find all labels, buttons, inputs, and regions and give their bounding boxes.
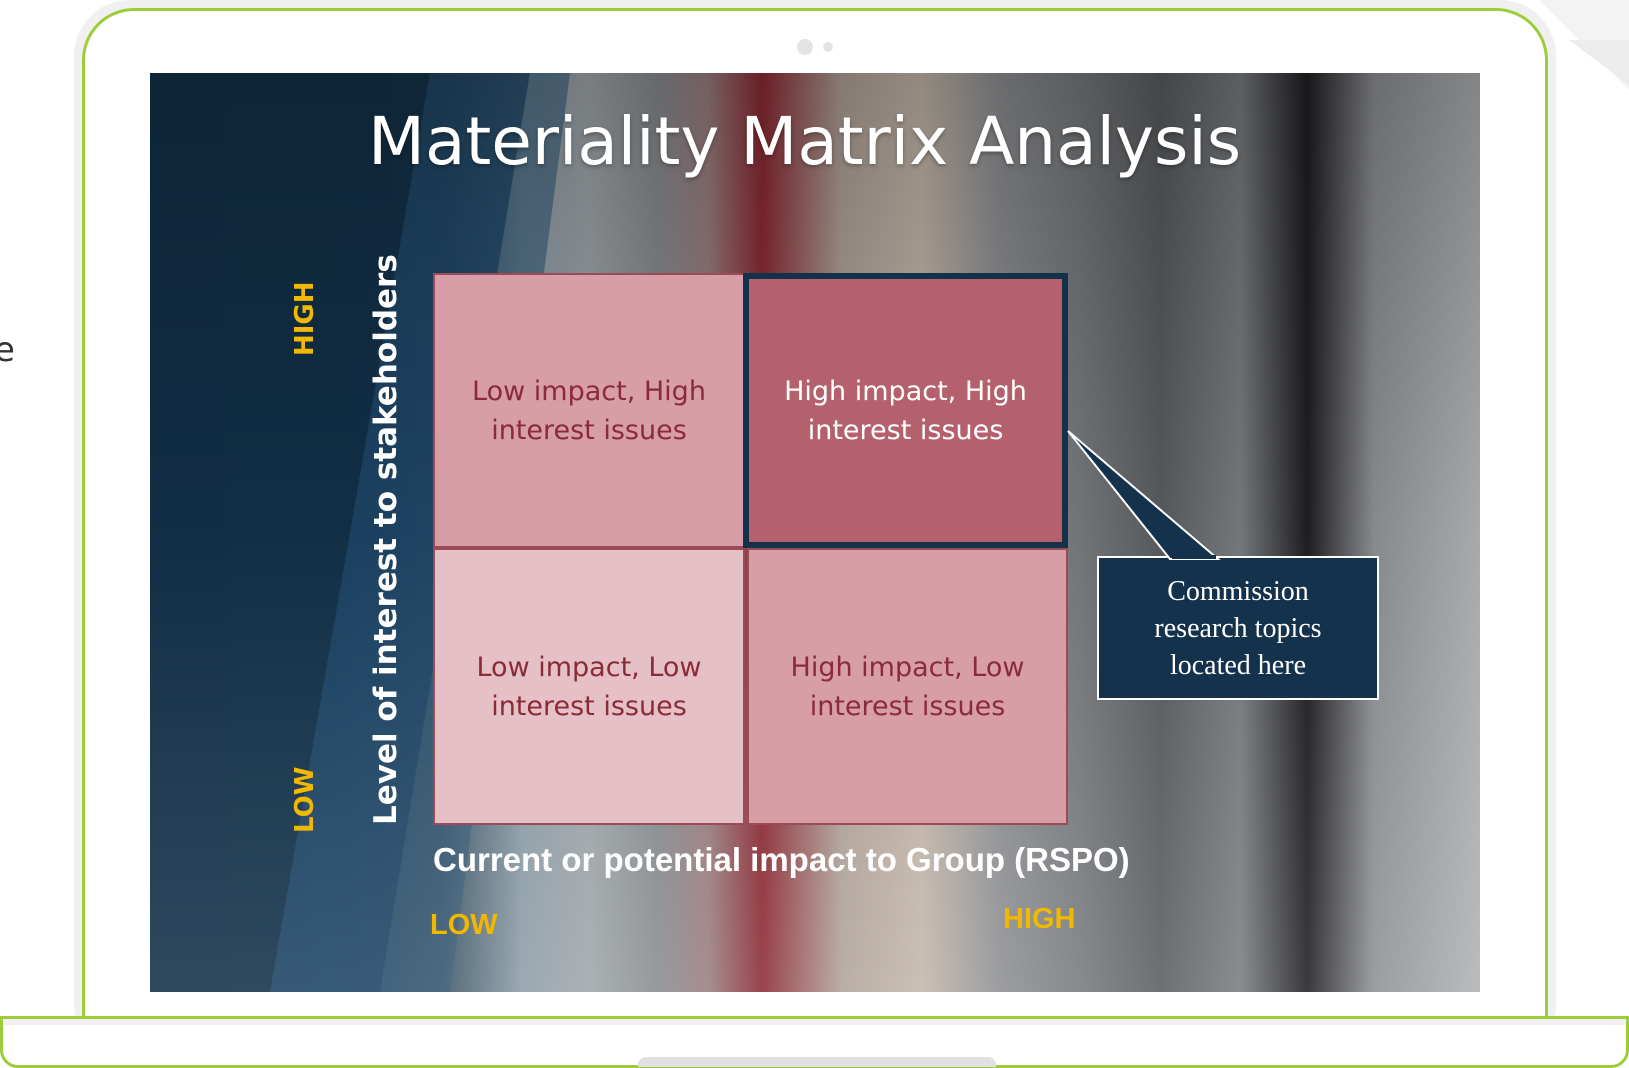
y-axis-low-label: LOW — [290, 766, 320, 833]
x-axis-title: Current or potential impact to Group (RS… — [433, 841, 1130, 878]
cell-label: Low impact, Low interest issues — [476, 651, 702, 722]
webcam-dot-icon — [797, 39, 813, 55]
cell-high-impact-low-interest: High impact, Low interest issues — [747, 548, 1068, 825]
callout-text: Commission research topics located here — [1154, 575, 1322, 681]
y-axis-high-label: HIGH — [290, 281, 320, 356]
cell-label: Low impact, High interest issues — [472, 375, 706, 446]
webcam-indicator-icon — [823, 42, 833, 52]
slide-title: Materiality Matrix Analysis — [368, 103, 1242, 180]
x-axis-high-label: HIGH — [1003, 903, 1076, 935]
cell-high-impact-high-interest: High impact, High interest issues — [743, 273, 1068, 548]
materiality-matrix: Low impact, High interest issues Low imp… — [433, 273, 1068, 825]
webcam — [797, 39, 833, 55]
slide-screen: Materiality Matrix Analysis Level of int… — [150, 73, 1480, 992]
cell-label: High impact, Low interest issues — [790, 651, 1025, 722]
trackpad-notch — [638, 1057, 996, 1067]
x-axis-low-label: LOW — [430, 909, 498, 941]
cell-low-impact-high-interest: Low impact, High interest issues — [433, 273, 745, 548]
cell-label: High impact, High interest issues — [784, 375, 1027, 446]
y-axis-title: Level of interest to stakeholders — [368, 254, 404, 825]
cell-low-impact-low-interest: Low impact, Low interest issues — [433, 548, 745, 825]
page-edge-text: e — [0, 330, 15, 370]
corner-triangle-decoration — [1539, 0, 1629, 90]
laptop-base-highlight — [3, 1019, 1626, 1025]
